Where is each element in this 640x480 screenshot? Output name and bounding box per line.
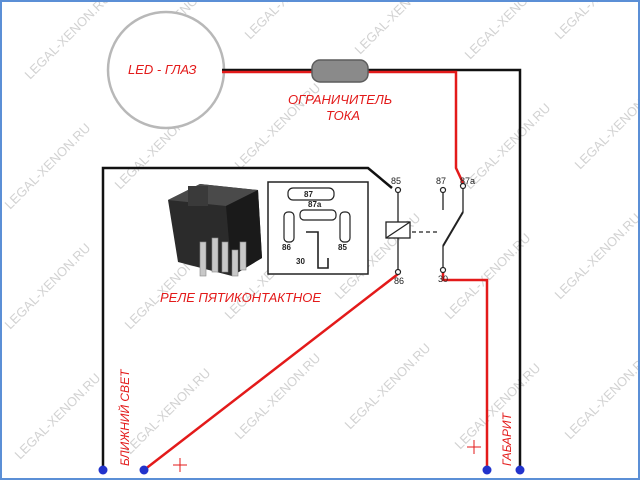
watermark: LEGAL-XENON.RU [342,340,434,432]
relay-schematic: 85 86 87 87a 30 [385,176,475,286]
socket-pin-30 [306,231,329,269]
pin-label-86: 86 [394,276,404,286]
wire-red-led-to-87a [222,70,465,184]
socket-pin-87a [299,209,337,221]
relay-switch-arm [442,211,464,247]
socket-label-30: 30 [296,257,305,266]
watermark: LEGAL-XENON.RU [562,350,640,442]
node-low-beam-ground [98,465,108,475]
limiter-label-line1: ОГРАНИЧИТЕЛЬ [288,92,392,107]
wire-red-pin30-to-parking [441,268,489,470]
pin-label-85: 85 [391,176,401,186]
watermark: LEGAL-XENON.RU [552,210,640,302]
watermark: LEGAL-XENON.RU [232,350,324,442]
plus-marker-left [173,458,187,472]
terminal-87a [459,182,467,190]
watermark: LEGAL-XENON.RU [2,120,94,212]
current-limiter-resistor [311,59,369,83]
socket-label-87a: 87a [308,200,322,209]
relay-label: РЕЛЕ ПЯТИКОНТАКТНОЕ [160,290,321,305]
terminal-87 [439,186,447,194]
terminal-85 [394,186,402,194]
relay-socket-pinout: 87 87a 86 85 30 [267,181,369,275]
wire-red-pin86-to-lowbeam [143,273,399,471]
watermark: LEGAL-XENON.RU [462,100,554,192]
pin-label-30: 30 [438,274,448,284]
socket-pin-86 [283,211,295,243]
terminal-30 [439,266,447,274]
node-parking-ground [515,465,525,475]
pin-label-87a: 87a [460,176,475,186]
watermark: LEGAL-XENON.RU [572,80,640,172]
terminal-86 [394,268,402,276]
socket-pin-87 [287,187,335,201]
limiter-label-line2: ТОКА [326,108,360,123]
watermark: LEGAL-XENON.RU [242,0,334,42]
watermark: LEGAL-XENON.RU [352,0,444,57]
watermark: LEGAL-XENON.RU [12,370,104,462]
plus-marker-right [467,440,481,454]
watermark: LEGAL-XENON.RU [22,0,114,82]
parking-label: ГАБАРИТ [500,411,514,466]
relay-photo [168,184,262,277]
socket-label-86: 86 [282,243,291,252]
watermark: LEGAL-XENON.RU [2,240,94,332]
node-low-beam-positive [139,465,149,475]
watermark: LEGAL-XENON.RU [462,0,554,62]
pin-label-87: 87 [436,176,446,186]
wire-black-lowbeam-to-85 [101,166,393,470]
socket-pin-85 [339,211,351,243]
watermark: LEGAL-XENON.RU [122,365,214,457]
watermark: LEGAL-XENON.RU [552,0,640,42]
socket-label-87: 87 [304,190,313,199]
watermark: LEGAL-XENON.RU [452,360,544,452]
socket-label-85: 85 [338,243,347,252]
led-label: LED - ГЛАЗ [128,62,196,77]
low-beam-label: БЛИЖНИЙ СВЕТ [116,368,132,466]
node-parking-positive [482,465,492,475]
